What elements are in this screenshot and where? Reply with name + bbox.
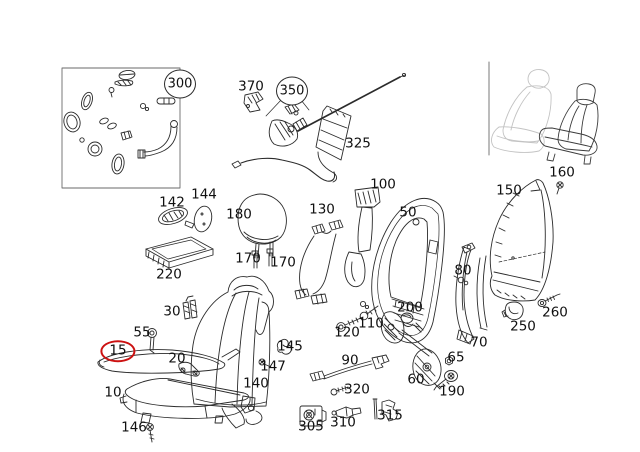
part-70-rail [455,242,488,345]
thumbnail-ghost-seat [491,69,552,153]
part-label-320[interactable]: 320 [344,381,370,398]
part-label-80[interactable]: 80 [454,262,472,279]
part-label-10[interactable]: 10 [104,384,122,401]
part-label-220[interactable]: 220 [156,266,182,283]
part-label-170a[interactable]: 170 [235,250,261,267]
part-label-147[interactable]: 147 [260,358,286,375]
part-305-switch [299,405,327,427]
part-label-250[interactable]: 250 [510,318,536,335]
part-80-clip [453,275,469,286]
part-50-frame [371,198,445,344]
part-370 [243,91,264,113]
part-label-160[interactable]: 160 [549,164,575,181]
part-10-cushion [119,378,263,429]
part-label-100[interactable]: 100 [370,176,396,193]
part-30-clip [182,295,198,320]
part-label-260[interactable]: 260 [542,304,568,321]
part-325-heater-pad [231,105,352,183]
part-label-150[interactable]: 150 [496,182,522,199]
part-label-70[interactable]: 70 [470,334,488,351]
part-250-cap [501,301,524,321]
part-label-140[interactable]: 140 [243,375,269,392]
part-190-bolt [433,370,458,391]
part-110-screw [359,305,379,321]
part-label-50[interactable]: 50 [399,204,417,221]
part-label-350[interactable]: 350 [276,76,308,106]
part-label-170b[interactable]: 170 [270,254,296,271]
part-170-rods [251,248,274,269]
part-350-rod [265,72,407,147]
part-label-145[interactable]: 145 [277,338,303,355]
part-142 [158,207,195,229]
part-147-screw [258,358,272,368]
part-label-65[interactable]: 65 [447,349,465,366]
part-55-bolt [147,328,157,354]
part-120-screw [336,316,364,332]
part-label-130[interactable]: 130 [309,201,335,218]
part-label-146[interactable]: 146 [121,419,147,436]
part-160-screw [556,181,564,195]
part-label-300[interactable]: 300 [164,69,196,99]
part-130-harness [294,219,370,310]
part-100 [344,186,381,288]
part-145-clip [276,338,292,355]
thumbnail-selected-seat [538,83,599,165]
part-220-tray [145,236,214,269]
part-60-recliner [380,311,442,390]
part-90-cable [309,354,390,382]
part-label-110[interactable]: 110 [358,315,384,332]
part-label-315[interactable]: 315 [377,407,403,424]
part-label-370[interactable]: 370 [238,78,264,95]
part-315-bracket [372,398,399,422]
part-label-15[interactable]: 15 [100,340,136,362]
part-label-30[interactable]: 30 [163,303,181,320]
part-label-90[interactable]: 90 [341,352,359,369]
part-200-cap [400,312,424,333]
part-label-325[interactable]: 325 [345,135,371,152]
part-label-142[interactable]: 142 [159,194,185,211]
part-box-300 [61,67,181,189]
part-320-screw [330,385,349,396]
part-label-190[interactable]: 190 [439,383,465,400]
part-65-nut [445,356,453,366]
part-150-panel [489,179,554,302]
part-label-120[interactable]: 120 [334,324,360,341]
part-144 [193,205,213,233]
part-label-305[interactable]: 305 [298,418,324,435]
part-label-144[interactable]: 144 [191,186,217,203]
part-20-bracket [178,361,200,377]
part-label-310[interactable]: 310 [330,414,356,431]
part-140-cover [190,275,274,408]
part-label-200[interactable]: 200 [397,299,423,316]
part-146-screw [146,423,155,443]
part-label-60[interactable]: 60 [407,371,425,388]
part-label-20[interactable]: 20 [168,350,186,367]
part-label-55[interactable]: 55 [133,324,151,341]
part-260-screw [537,293,561,307]
part-label-180[interactable]: 180 [226,206,252,223]
part-310 [331,406,362,419]
